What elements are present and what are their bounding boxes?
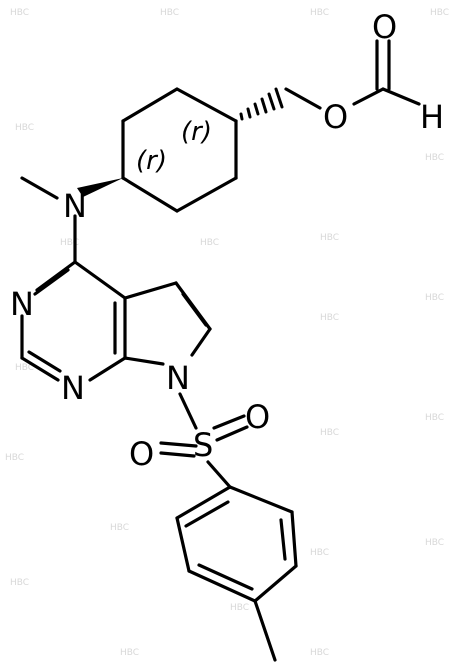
n1-c7a-bond [88,356,127,382]
sulfur-label: S [193,426,213,464]
watermark: HBC [320,428,339,438]
ring-bond [121,87,179,123]
watermark: HBC [425,413,444,423]
c6-n7-bond [190,327,212,357]
s-o-double-bond [215,425,249,442]
pyrimidine-n1-label: N [61,369,85,407]
ester-o-formyl-bond [352,87,385,106]
watermark: HBC [425,153,444,163]
formyl-h-bond [381,87,421,106]
n7-c7a-bond [123,356,165,366]
watermark: HBC [310,8,329,18]
stereo-descriptor-upper: (r) [181,117,212,147]
aryl-methyl-bond [253,599,277,662]
ring-bond [175,87,238,123]
watermark: HBC [120,648,139,658]
c4-n3-double-bond [35,260,77,292]
n7-s-bond [178,392,198,430]
ring-bond [121,176,179,213]
watermark: HBC [320,313,339,323]
watermark: HBC [200,238,219,248]
stereo-descriptor-layer: (r) (r) [136,117,212,176]
watermark: HBC [310,648,329,658]
aryl-double-bond [197,563,254,591]
s-o-double-bond [159,441,198,448]
n-methyl-bond [20,176,59,200]
watermark-layer: HBC HBC HBC HBC HBC HBC HBC HBC HBC HBC … [5,8,449,658]
c2-n1-double-bond [27,350,62,373]
aryl-double-bond [279,518,287,561]
methylene-o-bond [284,87,322,110]
watermark: HBC [10,8,29,18]
watermark: HBC [320,233,339,243]
pyrrole-nitrogen-label: N [166,359,190,397]
s-o-double-bond [212,414,246,430]
s-aryl-bond [206,460,232,489]
watermark: HBC [110,523,129,533]
stereo-descriptor-lower: (r) [136,146,167,176]
pyrimidine-n3-label: N [10,285,34,323]
aryl-double-bond [184,500,230,528]
watermark: HBC [15,363,34,373]
c2-n1-double-bond [20,356,60,382]
watermark: HBC [60,238,79,248]
watermark: HBC [310,548,329,558]
watermark: HBC [430,8,449,18]
c4-n3-double-bond [33,268,70,296]
carbonyl-oxygen-label: O [372,8,397,46]
watermark: HBC [425,293,444,303]
aryl-bond [253,564,298,603]
bond-layer [20,39,421,662]
sulfonyl-oxygen-left-label: O [129,435,154,473]
watermark: HBC [10,578,29,588]
c4a-c5-bond [123,281,178,300]
formyl-hydrogen-label: H [420,98,444,136]
watermark: HBC [160,8,179,18]
aryl-bond [228,485,294,514]
sulfonyl-oxygen-right-label: O [245,398,270,436]
stereo-bond-layer [77,87,284,197]
s-o-double-bond [159,451,196,458]
watermark: HBC [230,603,249,613]
aryl-double-bond [187,569,257,603]
c4a-c4-bond [73,260,127,300]
aryl-double-bond [290,510,298,568]
watermark: HBC [425,538,444,548]
hashed-wedge-bond [239,87,284,121]
aryl-bond [175,516,191,573]
aryl-double-bond [175,485,232,520]
amine-nitrogen-label: N [63,187,87,225]
watermark: HBC [5,453,24,463]
watermark: HBC [15,123,34,133]
solid-wedge-bond [77,178,123,197]
c5-c6-double-bond [181,292,208,327]
ring-bond [175,176,238,213]
atom-label-layer: O O H N N N N S O O [10,8,444,473]
ester-oxygen-label: O [323,98,348,136]
